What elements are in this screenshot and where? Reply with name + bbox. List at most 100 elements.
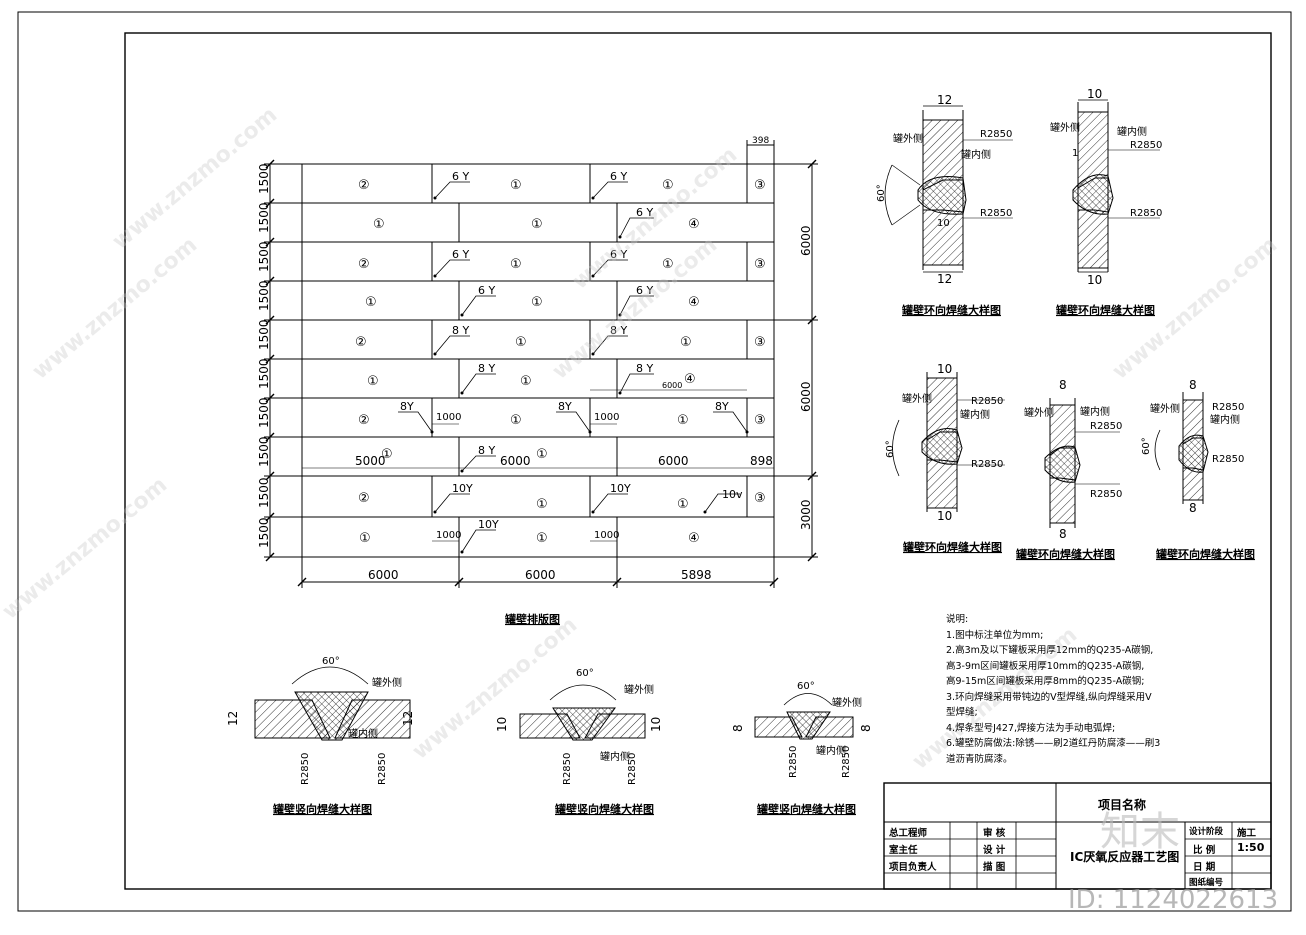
radius-label: R2850: [971, 396, 1003, 407]
thickness: 10: [1087, 273, 1102, 287]
radius-label: R2850: [562, 753, 573, 785]
angle-label: 60°: [322, 656, 340, 667]
plate-number: ②: [358, 413, 370, 428]
row-height: 1500: [257, 241, 271, 272]
angle-label: 60°: [1141, 437, 1152, 455]
offset-dim: 1000: [436, 530, 461, 541]
plate-number: ③: [754, 413, 766, 428]
detail-caption: 罐壁环向焊缝大样图: [901, 303, 1001, 317]
radius-label: R2850: [1212, 402, 1244, 413]
thickness: 10: [937, 218, 950, 229]
review-label: 审 核: [983, 828, 1006, 839]
weld-mark: 8 Y: [610, 324, 627, 337]
weld-mark: 6 Y: [452, 170, 469, 183]
plate-number: ①: [515, 335, 527, 350]
radius-label: R2850: [1212, 454, 1244, 465]
thickness: 10: [1087, 87, 1102, 101]
weld-mark: 6 Y: [636, 206, 653, 219]
weld-mark: 8Y: [558, 400, 572, 413]
inner-label: 罐内侧: [1080, 405, 1110, 418]
row-height: 1500: [257, 163, 271, 194]
weld-mark: 8 Y: [478, 362, 495, 375]
plate-number: ①: [536, 531, 548, 546]
n-label: 1: [1072, 148, 1078, 159]
row-height: 1500: [257, 477, 271, 508]
thickness: 8: [731, 724, 745, 732]
notes-line: 3.环向焊缝采用带钝边的V型焊缝,纵向焊缝采用V: [946, 691, 1152, 703]
row-height: 1500: [257, 280, 271, 311]
detail-caption: 罐壁环向焊缝大样图: [1055, 303, 1155, 317]
inner-label: 罐内侧: [961, 148, 991, 161]
design-label: 设 计: [983, 845, 1006, 856]
weld-mark: 10Y: [452, 482, 473, 495]
thickness: 12: [937, 93, 952, 107]
plate-number: ①: [373, 217, 385, 232]
detail-caption: 罐壁环向焊缝大样图: [1155, 547, 1255, 561]
notes-line: 4.焊条型号J427,焊接方法为手动电弧焊;: [946, 722, 1116, 734]
watermark-text: www.znzmo.com: [0, 473, 172, 625]
row8-dim: 5000: [355, 454, 386, 468]
weld-mark: 8 Y: [636, 362, 653, 375]
radius-label: R2850: [980, 208, 1012, 219]
plate-number: ①: [531, 217, 543, 232]
thickness: 8: [1059, 527, 1067, 541]
circ-detail-8: 8 8 罐外侧 罐内侧 R2850 R2850 罐壁环向焊缝大样图: [1015, 378, 1122, 561]
row-height: 1500: [257, 397, 271, 428]
thickness: 12: [401, 711, 415, 726]
bottom-dim: 5898: [681, 568, 712, 582]
plate-number: ①: [510, 257, 522, 272]
plate-number: ③: [754, 335, 766, 350]
thickness: 8: [1059, 378, 1067, 392]
radius-label: R2850: [1130, 140, 1162, 151]
plate-number: ①: [662, 257, 674, 272]
scale-value: 1:50: [1237, 841, 1265, 854]
weld-mark: 8Y: [400, 400, 414, 413]
detail-caption: 罐壁竖向焊缝大样图: [554, 802, 654, 816]
plate-number: ④: [684, 372, 696, 387]
plate-number: ④: [688, 295, 700, 310]
plate-number: ④: [688, 531, 700, 546]
top-dim: 398: [752, 136, 769, 146]
weld-mark: 10v: [722, 488, 743, 501]
watermark-brand: 知末: [1100, 809, 1180, 855]
radius-label: R2850: [1090, 489, 1122, 500]
right-dim: 6000: [799, 225, 813, 256]
watermark-text: www.znzmo.com: [568, 143, 742, 295]
weld-mark: 10Y: [610, 482, 631, 495]
circ-detail-12: 12 12 10 罐外侧 罐内侧 R2850 R2850 60° 罐壁环向焊缝大…: [876, 93, 1013, 317]
detail-caption: 罐壁竖向焊缝大样图: [272, 802, 372, 816]
notes-title: 说明:: [946, 614, 969, 625]
notes-line: 型焊缝;: [946, 707, 978, 718]
weld-mark: 6 Y: [610, 248, 627, 261]
radius-label: R2850: [377, 753, 388, 785]
plate-number: ①: [677, 413, 689, 428]
outer-label: 罐外侧: [624, 683, 654, 696]
inner-label: 罐内侧: [1117, 125, 1147, 138]
notes-line: 1.图中标注单位为mm;: [946, 629, 1044, 641]
title-block: [883, 782, 1272, 890]
thickness: 10: [937, 362, 952, 376]
notes-line: 道沥青防腐漆。: [946, 753, 1013, 765]
plate-number: ①: [367, 374, 379, 389]
angle-label: 60°: [885, 440, 896, 458]
project-lead-label: 项目负责人: [889, 862, 937, 873]
vert-detail-12: 60° 罐外侧 罐内侧 12 12 R2850 R2850 罐壁竖向焊缝大样图: [226, 656, 415, 816]
watermark-text: www.znzmo.com: [408, 613, 582, 765]
radius-label: R2850: [971, 459, 1003, 470]
weld-mark: 6 Y: [452, 248, 469, 261]
notes-line: 2.高3m及以下罐板采用厚12mm的Q235-A碳钢,: [946, 645, 1154, 656]
inner-label: 罐内侧: [1210, 413, 1240, 426]
stage-value: 施工: [1237, 828, 1257, 839]
radius-label: R2850: [788, 746, 799, 778]
radius-label: R2850: [1090, 421, 1122, 432]
detail-caption: 罐壁环向焊缝大样图: [1015, 547, 1115, 561]
scale-label: 比 例: [1193, 845, 1216, 856]
stage-label: 设计阶段: [1189, 827, 1224, 837]
plate-number: ①: [359, 531, 371, 546]
plate-number: ①: [365, 295, 377, 310]
circ-detail-8b: 8 8 罐外侧 罐内侧 R2850 R2850 60° 罐壁环向焊缝大样图: [1141, 378, 1255, 561]
plate-number: ①: [531, 295, 543, 310]
plate-number: ②: [355, 335, 367, 350]
inner-dim: 6000: [662, 381, 682, 390]
